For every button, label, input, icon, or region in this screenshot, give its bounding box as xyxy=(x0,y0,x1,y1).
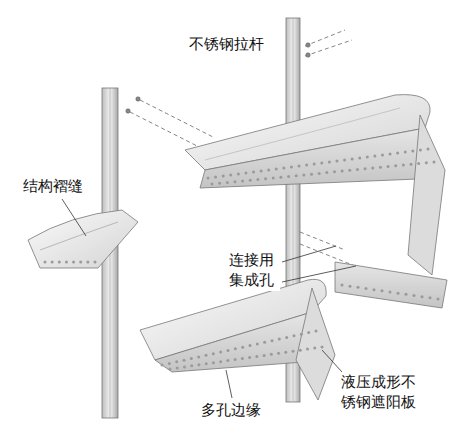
blade-lip xyxy=(200,128,442,188)
blade-fin xyxy=(296,288,335,400)
sunshade-blade xyxy=(28,210,138,268)
part-label: 不锈钢拉杆 xyxy=(188,34,265,54)
perforation xyxy=(44,148,440,371)
part-label: 结构褶缝 xyxy=(22,176,84,196)
part-label: 多孔边缘 xyxy=(200,400,262,420)
leader-line xyxy=(62,199,356,398)
part-label: 连接用 集成孔 xyxy=(228,250,280,291)
part-label: 液压成形不 锈钢遮阳板 xyxy=(340,372,422,413)
blade-fin xyxy=(408,115,445,275)
